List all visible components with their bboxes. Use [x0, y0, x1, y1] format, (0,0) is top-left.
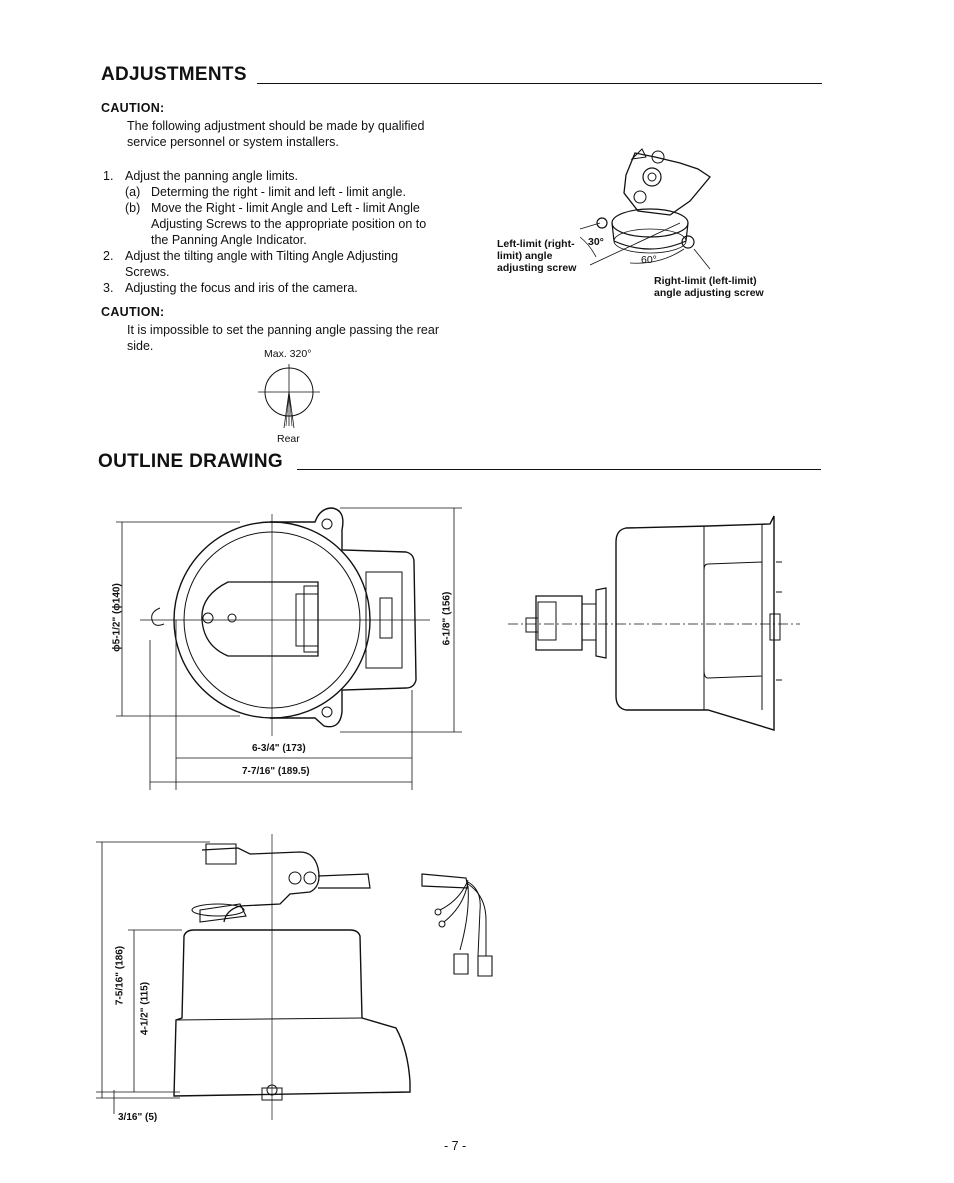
step-text: Adjust the tilting angle with Tilting An… [125, 249, 399, 279]
angle-30-label: 30° [588, 236, 604, 248]
diameter-dimension: ϕ5-1/2" (ϕ140) [111, 583, 123, 652]
top-view-drawing [110, 500, 470, 800]
caution-text: It is impossible to set the panning angl… [127, 323, 439, 353]
step-number: (a) [125, 185, 141, 199]
rear-label: Rear [277, 433, 300, 445]
section-heading-outline: OUTLINE DRAWING [98, 451, 283, 472]
section-heading-adjustments: ADJUSTMENTS [101, 64, 247, 85]
page-number: - 7 - [444, 1139, 467, 1153]
side-view-drawing [508, 510, 808, 740]
step-number: 1. [103, 169, 114, 183]
mount-bracket-diagram [560, 145, 720, 280]
angle-60-label: 60° [641, 254, 657, 266]
right-limit-screw-label: Right-limit (left-limit) angle adjusting… [654, 275, 764, 299]
caution-text: The following adjustment should be made … [127, 119, 425, 149]
heading-rule [257, 83, 822, 84]
outer-width-dimension: 7-7/16" (189.5) [242, 766, 310, 777]
body-height-dimension: 4-1/2" (115) [139, 981, 151, 1036]
step-number: 2. [103, 249, 114, 263]
left-limit-screw-label: Left-limit (right-limit) angle adjusting… [497, 238, 577, 274]
inner-width-dimension: 6-3/4" (173) [252, 743, 306, 754]
step-number: 3. [103, 281, 114, 295]
step-text: Determing the right - limit and left - l… [151, 185, 406, 199]
caution-label: CAUTION: [101, 101, 165, 115]
step-text: Adjust the panning angle limits. [125, 169, 299, 183]
height-dimension: 6-1/8" (156) [441, 591, 453, 646]
max-angle-label: Max. 320° [264, 348, 312, 360]
base-dimension: 3/16" (5) [118, 1112, 158, 1123]
cable-connector-drawing [420, 870, 510, 980]
step-number: (b) [125, 201, 141, 215]
caution-label: CAUTION: [101, 305, 165, 319]
step-text: Move the Right - limit Angle and Left - … [151, 201, 427, 247]
pan-limit-diagram [250, 362, 330, 440]
heading-rule [297, 469, 821, 470]
total-height-dimension: 7-5/16" (186) [114, 945, 126, 1006]
elevation-view-drawing [90, 830, 420, 1130]
step-text: Adjusting the focus and iris of the came… [125, 281, 358, 295]
